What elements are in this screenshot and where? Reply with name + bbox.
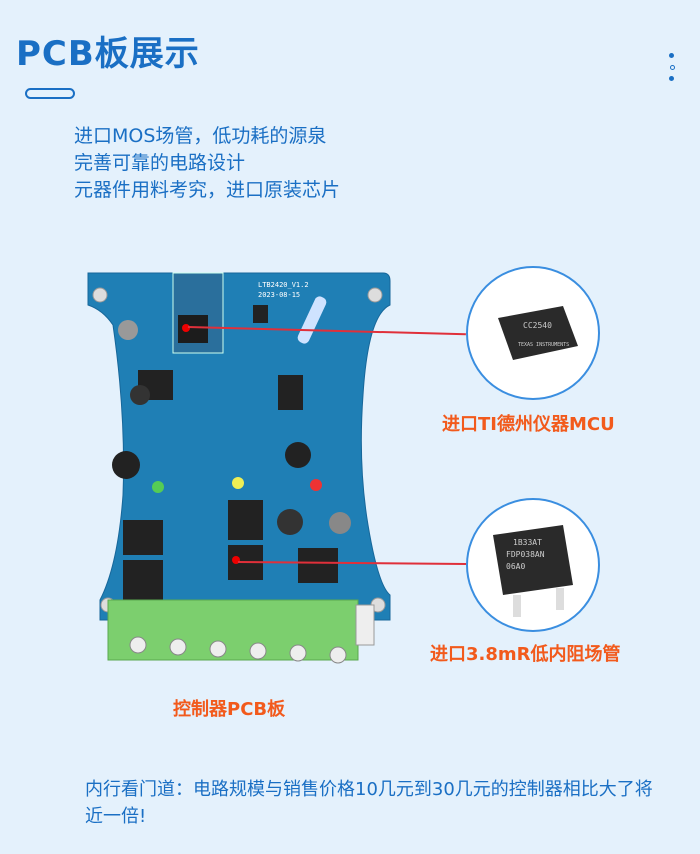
pcb-board-image: LTB2420_V1.2 2023-08-15 — [87, 272, 391, 664]
feature-line: 元器件用料考究，进口原装芯片 — [74, 179, 341, 201]
mosfet-chip-callout: 1B33AT FDP038AN 06A0 — [466, 498, 600, 632]
svg-text:06A0: 06A0 — [506, 562, 525, 571]
pcb-date-silkscreen: 2023-08-15 — [258, 291, 300, 299]
svg-text:FDP038AN: FDP038AN — [506, 550, 545, 559]
svg-text:CC2540: CC2540 — [523, 321, 552, 330]
mcu-chip-image: CC2540 TEXAS INSTRUMENTS — [498, 306, 578, 360]
mcu-callout-label: 进口TI德州仪器MCU — [442, 414, 615, 435]
mosfet-chip-image: 1B33AT FDP038AN 06A0 — [493, 525, 573, 617]
pcb-model-silkscreen: LTB2420_V1.2 — [258, 281, 309, 289]
svg-text:TEXAS INSTRUMENTS: TEXAS INSTRUMENTS — [518, 342, 569, 348]
mosfet-callout-label: 进口3.8mR低内阻场管 — [430, 644, 621, 665]
footer-text: 内行看门道：电路规模与销售价格10几元到30几元的控制器相比大了将近一倍! — [85, 779, 653, 827]
pcb-caption: 控制器PCB板 — [173, 699, 286, 720]
feature-line: 进口MOS场管，低功耗的源泉 — [74, 125, 327, 147]
mcu-chip-callout: CC2540 TEXAS INSTRUMENTS — [466, 266, 600, 400]
title-underline-decoration — [25, 88, 75, 99]
feature-line: 完善可靠的电路设计 — [74, 152, 246, 174]
svg-text:1B33AT: 1B33AT — [513, 538, 542, 547]
page-title: PCB板展示 — [16, 34, 200, 74]
